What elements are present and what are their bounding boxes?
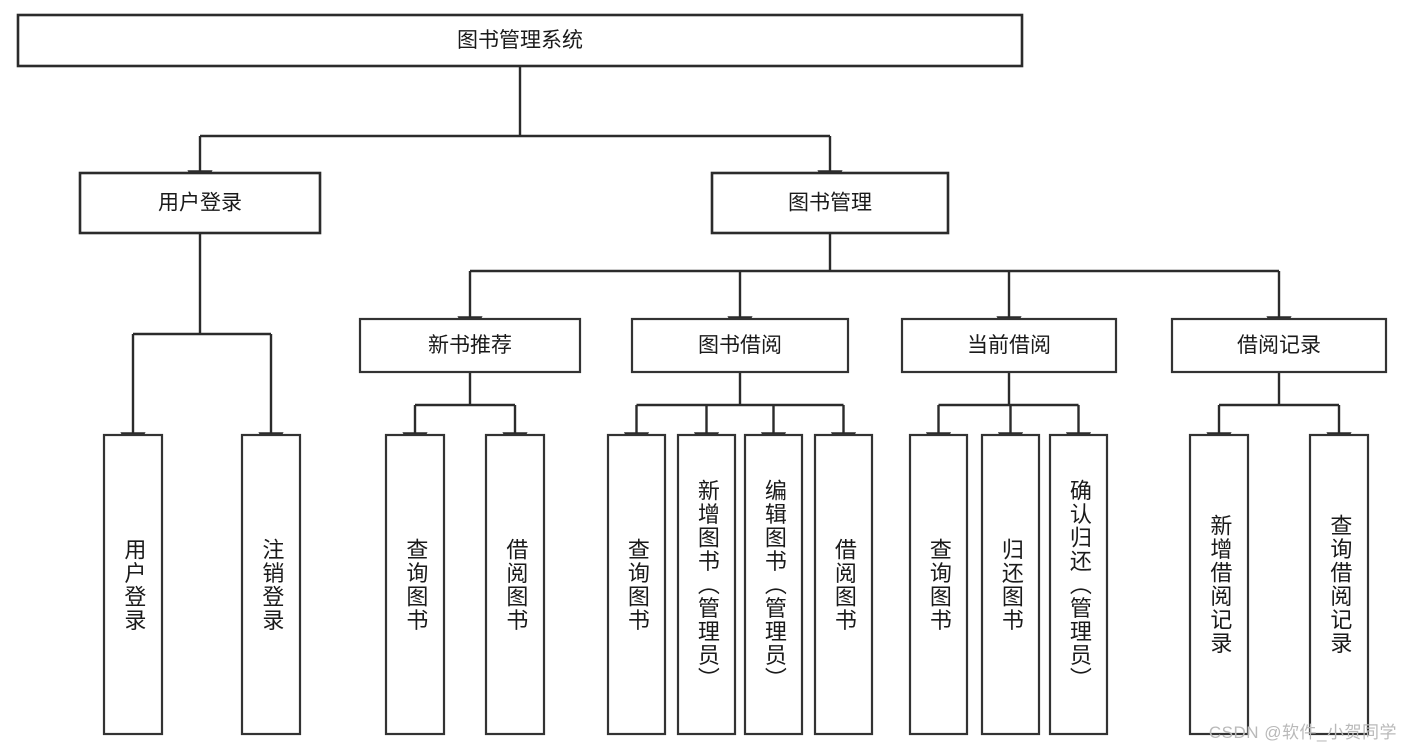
node-leaf-query-book-borrow[interactable]: [606, 433, 667, 736]
connector-lines: [120, 66, 1352, 454]
watermark-text: CSDN @软件_小贺同学: [1208, 723, 1397, 742]
node-label-borrow-record: 借阅记录: [1237, 334, 1321, 357]
node-label-new-book-recommend: 新书推荐: [428, 334, 512, 357]
node-leaf-user-login[interactable]: [102, 433, 164, 736]
node-boxes: [16, 13, 1388, 736]
node-book-manage[interactable]: [710, 171, 950, 235]
node-book-borrow[interactable]: [630, 317, 850, 374]
node-leaf-borrow-book[interactable]: [813, 433, 874, 736]
node-label-root: 图书管理系统: [457, 29, 583, 52]
node-new-book-recommend[interactable]: [358, 317, 582, 374]
node-leaf-confirm-return-admin[interactable]: [1048, 433, 1109, 736]
node-leaf-query-book-rec[interactable]: [384, 433, 446, 736]
node-borrow-record[interactable]: [1170, 317, 1388, 374]
node-current-borrow[interactable]: [900, 317, 1118, 374]
node-leaf-edit-book-admin[interactable]: [743, 433, 804, 736]
node-leaf-query-book-current[interactable]: [908, 433, 969, 736]
node-label-current-borrow: 当前借阅: [967, 334, 1051, 357]
node-leaf-return-book[interactable]: [980, 433, 1041, 736]
node-root[interactable]: [16, 13, 1024, 68]
node-leaf-add-borrow-record[interactable]: [1188, 433, 1250, 736]
node-leaf-user-logout[interactable]: [240, 433, 302, 736]
node-user-login[interactable]: [78, 171, 322, 235]
node-leaf-add-book-admin[interactable]: [676, 433, 737, 736]
node-leaf-borrow-book-rec[interactable]: [484, 433, 546, 736]
node-label-user-login: 用户登录: [158, 192, 242, 215]
node-label-book-manage: 图书管理: [788, 192, 872, 215]
node-label-book-borrow: 图书借阅: [698, 334, 782, 357]
node-leaf-query-borrow-record[interactable]: [1308, 433, 1370, 736]
